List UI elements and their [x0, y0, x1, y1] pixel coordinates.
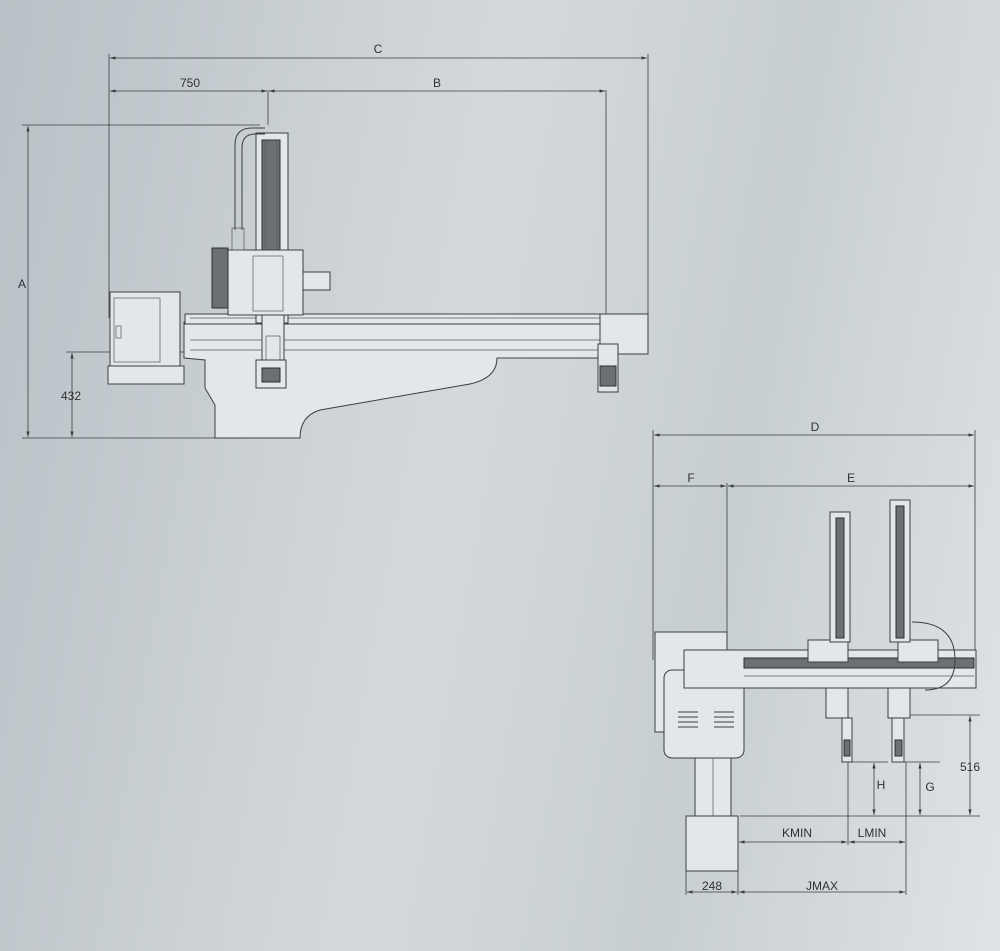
label-516: 516 [960, 760, 980, 774]
servo-motor [211, 247, 229, 309]
label-248: 248 [702, 879, 722, 893]
label-g: G [925, 780, 934, 794]
label-e: E [847, 471, 855, 485]
label-f: F [687, 471, 694, 485]
lower-slide-1 [825, 687, 849, 719]
label-d: D [811, 420, 820, 434]
side-view: D F E 516 H G KMIN LMIN 248 JMAX [652, 420, 980, 895]
lower-slide-2 [887, 687, 911, 719]
label-h: H [877, 778, 886, 792]
carriage-1 [807, 639, 849, 663]
hose-loop [234, 127, 265, 230]
vent-grille-right [714, 711, 734, 728]
carriage [227, 249, 304, 316]
label-432: 432 [61, 389, 81, 403]
gripper-arm [261, 314, 285, 361]
front-view: C 750 B A 432 [18, 42, 649, 439]
vent-grille-left [678, 711, 698, 728]
post-footing [685, 815, 739, 872]
label-c: C [374, 42, 383, 56]
machine-base [183, 321, 606, 439]
carriage-2 [897, 639, 939, 663]
label-b: B [433, 76, 441, 90]
label-a: A [18, 277, 26, 291]
arm-cable-loop [911, 621, 956, 691]
control-cabinet [109, 291, 181, 368]
label-750: 750 [180, 76, 200, 90]
label-lmin: LMIN [858, 826, 887, 840]
label-kmin: KMIN [782, 826, 812, 840]
label-jmax: JMAX [806, 879, 838, 893]
